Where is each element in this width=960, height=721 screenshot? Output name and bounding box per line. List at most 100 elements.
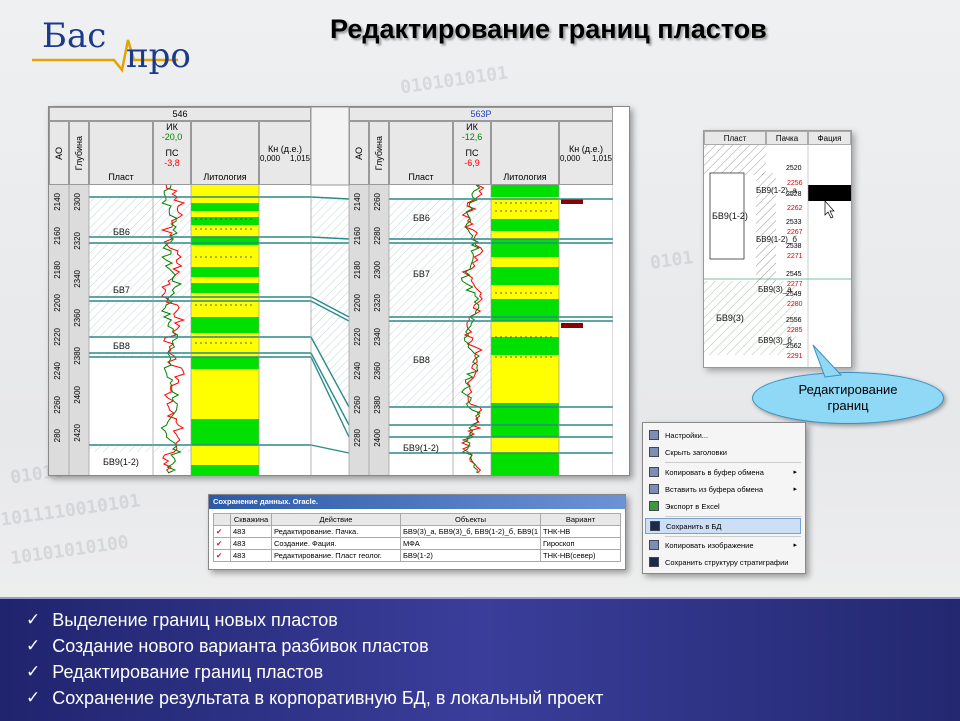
well1-depth-label: Глубина: [74, 135, 84, 171]
well-correlation-canvas[interactable]: [49, 107, 629, 475]
column-header: Действие: [271, 513, 401, 526]
well1-kn-max: 1,015: [289, 153, 310, 163]
checkmark-icon: ✓: [26, 610, 41, 629]
strat-depth-label: 2262: [787, 205, 803, 212]
strat-depth-label: 2528: [786, 191, 802, 198]
well2-layer-bv8[interactable]: БВ8: [413, 355, 430, 365]
well2-ik-label: ИК: [466, 122, 478, 132]
well-gap-header: [310, 107, 350, 186]
table-row[interactable]: ✔ 483 Редактирование. Пачка. БВ9(3)_а, Б…: [213, 525, 621, 538]
well1-ao-header: АО: [49, 121, 69, 185]
depth-tick-label: 2320: [373, 294, 382, 313]
menu-item-label: Вставить из буфера обмена: [665, 484, 764, 494]
strat-pachka-3a[interactable]: БВ9(3)_а: [758, 285, 792, 294]
well1-ik-label: ИК: [166, 122, 178, 132]
menu-item-export-excel[interactable]: Экспорт в Excel: [645, 498, 801, 514]
lithology-segment: [191, 203, 259, 211]
table-row[interactable]: ✔ 483 Редактирование. Пласт геолог. БВ9(…: [213, 549, 621, 562]
feature-item: ✓Создание нового варианта разбивок пласт…: [26, 633, 960, 659]
depth-tick-label: 2140: [53, 193, 62, 211]
callout-pointer: [812, 344, 843, 378]
menu-item-save-structure[interactable]: Сохранить структуру стратиграфии: [645, 554, 801, 570]
well1-layer-bv9-1-2[interactable]: БВ9(1-2): [103, 457, 139, 467]
feature-list-band: ✓Выделение границ новых пластов ✓Создани…: [0, 597, 960, 721]
menu-item-settings[interactable]: Настройки...: [645, 427, 801, 443]
strat-plast-label: Пласт: [723, 133, 747, 143]
correlation-line: [310, 296, 350, 318]
settings-icon: [649, 430, 659, 440]
logo-graphic: [32, 39, 178, 73]
save-data-table[interactable]: Скважина Действие Объекты Вариант ✔ 483 …: [213, 513, 621, 562]
well1-layer-bv8[interactable]: БВ8: [113, 341, 130, 351]
table-header-row: Скважина Действие Объекты Вариант: [213, 513, 621, 526]
strat-plast-bv9-3[interactable]: БВ9(3): [716, 313, 744, 323]
lithology-segment: [191, 267, 259, 277]
well2-kn-min: 0,000: [560, 153, 581, 163]
depth-tick-label: 2280: [353, 429, 362, 448]
strat-depth-label: 2533: [786, 219, 802, 226]
well2-kn-header: Кн (д.е.) 0,000 1,015: [559, 121, 613, 185]
feature-item: ✓Сохранение результата в корпоративную Б…: [26, 685, 960, 711]
strat-pachka-3b[interactable]: БВ9(3)_б: [758, 336, 792, 345]
menu-item-paste-clipboard[interactable]: Вставить из буфера обмена▸: [645, 481, 801, 497]
cell-action: Создание. Фация.: [271, 537, 401, 550]
well1-layer-bv6[interactable]: БВ6: [113, 227, 130, 237]
menu-item-copy-clipboard[interactable]: Копировать в буфер обмена▸: [645, 464, 801, 480]
strat-plast-bv9-1-2[interactable]: БВ9(1-2): [712, 211, 748, 221]
depth-tick-label: 2380: [373, 395, 382, 414]
well1-kn-min: 0,000: [260, 153, 281, 163]
strat-pachka-b[interactable]: БВ9(1-2)_б: [756, 235, 797, 244]
depth-tick-label: 2420: [73, 424, 82, 443]
excel-icon: [649, 501, 659, 511]
save-data-dialog[interactable]: Сохранение данных. Oracle. Скважина Дейс…: [208, 494, 626, 570]
well2-ao-label: АО: [354, 146, 364, 160]
lithology-segment: [191, 225, 259, 237]
well2-ao-header: АО: [349, 121, 369, 185]
correlation-band: [311, 301, 349, 407]
paste-icon: [649, 484, 659, 494]
lithology-segment: [491, 197, 559, 219]
feature-item: ✓Редактирование границ пластов: [26, 659, 960, 685]
well2-layer-bv9-1-2[interactable]: БВ9(1-2): [403, 443, 439, 453]
well1-lith-header: Литология: [191, 121, 259, 185]
well1-lith-label: Литология: [203, 172, 247, 182]
cell-action: Редактирование. Пласт геолог.: [271, 549, 401, 562]
stratigraphy-canvas[interactable]: [704, 131, 851, 367]
well2-curves-header: ИК -12,6 ПС -6,9: [453, 121, 491, 185]
well1-name-header: 546: [49, 107, 311, 121]
checkmark-icon[interactable]: ✔: [213, 549, 231, 562]
menu-item-save-db[interactable]: Сохранить в БД: [645, 518, 801, 534]
well1-plast-header: Пласт: [89, 121, 153, 185]
well1-layer-bv7[interactable]: БВ7: [113, 285, 130, 295]
lithology-segment: [491, 219, 559, 231]
well2-ps-label: ПС: [465, 148, 479, 158]
menu-item-copy-image[interactable]: Копировать изображение▸: [645, 537, 801, 553]
checkmark-icon: ✓: [26, 688, 41, 707]
feature-text: Редактирование границ пластов: [52, 662, 324, 682]
table-row[interactable]: ✔ 483 Создание. Фация. МФА Гироскоп: [213, 537, 621, 550]
checkmark-icon[interactable]: ✔: [213, 537, 231, 550]
lithology-segment: [191, 317, 259, 333]
lithology-segment: [191, 445, 259, 465]
binary-decoration: 0101010101: [399, 62, 510, 99]
stratigraphy-panel[interactable]: Пласт Пачка Фация БВ9(1-2) БВ9(3) БВ9(1-…: [703, 130, 852, 368]
checkmark-icon[interactable]: ✔: [213, 525, 231, 538]
layer-hatch: [89, 301, 191, 337]
context-menu[interactable]: Настройки... Скрыть заголовки Копировать…: [642, 422, 806, 574]
strat-pachka-a[interactable]: БВ9(1-2)_а: [756, 186, 797, 195]
strat-depth-label: 2271: [787, 253, 803, 260]
menu-item-hide-headers[interactable]: Скрыть заголовки: [645, 444, 801, 460]
logo-text-right: про: [126, 36, 191, 76]
logo-text-left: Бас: [42, 16, 107, 56]
depth-tick-label: 2300: [373, 260, 382, 279]
depth-tick-label: 2140: [353, 193, 362, 211]
depth-tick-label: 2260: [53, 395, 62, 414]
well2-plast-label: Пласт: [408, 172, 434, 182]
menu-separator: [665, 462, 801, 463]
well2-layer-bv7[interactable]: БВ7: [413, 269, 430, 279]
lithology-segment: [191, 185, 259, 203]
well2-layer-bv6[interactable]: БВ6: [413, 213, 430, 223]
column-header: Объекты: [400, 513, 541, 526]
well2-name-header: 563Р: [349, 107, 613, 121]
well-correlation-panel[interactable]: 546 АО Глубина Пласт ИК -20,0 ПС -3,8 Ли…: [48, 106, 630, 476]
